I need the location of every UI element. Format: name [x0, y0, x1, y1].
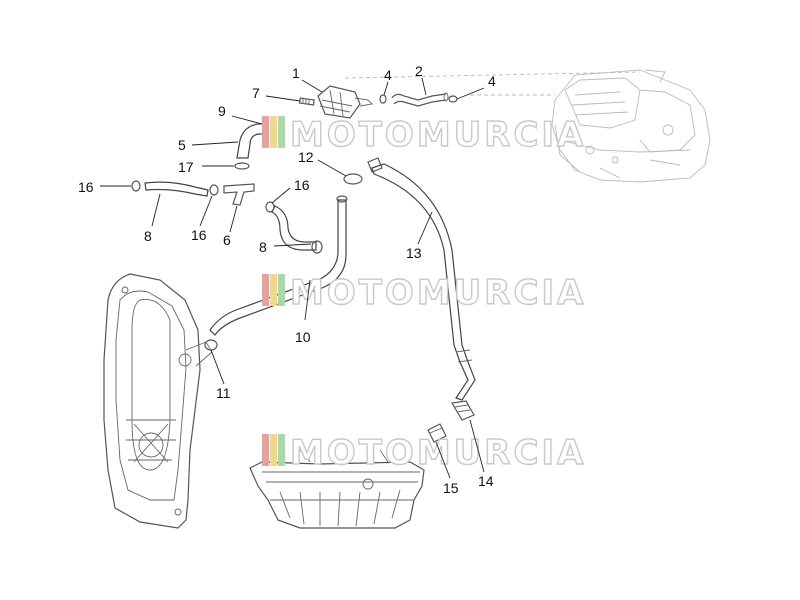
watermark-middle: MOTOMURCIA [262, 272, 586, 314]
callout-7: 7 [252, 85, 260, 101]
part-11-clamp [204, 339, 218, 351]
callout-16: 16 [294, 177, 310, 193]
watermark-bar-red [262, 274, 269, 306]
callout-14: 14 [478, 473, 494, 489]
callout-15: 15 [443, 480, 459, 496]
callout-8: 8 [259, 239, 267, 255]
callout-16: 16 [191, 227, 207, 243]
part-17-clamp [234, 162, 250, 170]
watermark-bar-yellow [270, 434, 277, 466]
engine-dashed-line-top [344, 71, 641, 79]
callout-10: 10 [295, 329, 311, 345]
part-16-clamp-left [209, 184, 219, 196]
watermark-bar-red [262, 434, 269, 466]
part-6-t-fitting [223, 183, 255, 206]
part-12-clamp [343, 173, 363, 185]
callout-1: 1 [292, 65, 300, 81]
callout-2: 2 [415, 63, 423, 79]
callout-16: 16 [78, 179, 94, 195]
part-8-hose-right [271, 205, 323, 254]
watermark-text: MOTOMURCIA [290, 433, 586, 473]
watermark-text: MOTOMURCIA [290, 115, 586, 155]
part-8-hose-left [144, 181, 209, 197]
callout-8: 8 [144, 228, 152, 244]
watermark-bar-green [278, 274, 285, 306]
part-16-clamp-far-left [131, 180, 141, 192]
watermark-bottom: MOTOMURCIA [262, 432, 586, 474]
part-4-o-ring-left [379, 94, 387, 104]
part-14-hose-fitting [451, 400, 475, 421]
watermark-text: MOTOMURCIA [290, 273, 586, 313]
part-4-o-ring-right [448, 95, 458, 103]
part-15-plug [427, 423, 447, 443]
part-1-breather-box [317, 85, 373, 119]
callout-4: 4 [488, 73, 496, 89]
callout-12: 12 [298, 149, 314, 165]
oil-sump [249, 449, 425, 529]
watermark-bar-green [278, 116, 285, 148]
leader-lines [100, 77, 485, 479]
callout-6: 6 [223, 232, 231, 248]
watermark-top: MOTOMURCIA [262, 114, 586, 156]
callout-labels: 1 2 4 4 7 9 5 17 16 16 16 8 8 6 12 13 10… [78, 63, 496, 496]
watermark-bar-yellow [270, 274, 277, 306]
part-2-metal-pipe [391, 92, 449, 107]
callout-5: 5 [178, 137, 186, 153]
callout-11: 11 [216, 385, 231, 401]
part-12-fitting [367, 157, 383, 173]
watermark-bar-green [278, 434, 285, 466]
callout-9: 9 [218, 103, 226, 119]
part-13-long-hose [371, 163, 476, 401]
callout-13: 13 [406, 245, 422, 261]
callout-4: 4 [384, 67, 392, 83]
watermark-bar-yellow [270, 116, 277, 148]
watermark-bar-red [262, 116, 269, 148]
engine-block-ghost [551, 69, 711, 183]
callout-17: 17 [178, 159, 194, 175]
timing-cover [103, 273, 213, 529]
part-7-bolt [298, 97, 315, 106]
part-10-long-hose [209, 195, 348, 336]
